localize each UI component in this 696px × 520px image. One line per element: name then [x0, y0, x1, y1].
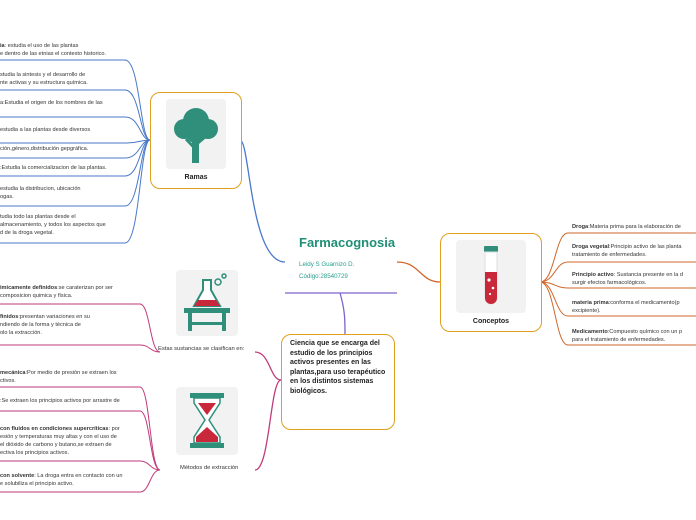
metodo-item: con fluidos en condiciones supercríticas…	[0, 426, 120, 456]
concepto-item: Principio activo: Sustancia presente en …	[572, 272, 684, 286]
definition-box[interactable]: Ciencia que se encarga del estudio de lo…	[281, 334, 395, 430]
conceptos-node[interactable]: Conceptos	[440, 233, 542, 332]
central-title: Farmacognosia	[299, 235, 396, 250]
tree-icon	[166, 99, 226, 169]
rama-item: a:Estudia el origen de los nombres de la…	[0, 100, 103, 106]
concepto-item: Droga:Materia prima para la elaboración …	[572, 224, 681, 230]
metodo-item: :Se extraen los principios activos por a…	[0, 398, 120, 404]
rama-item: :Estudia la comercializacion de las plan…	[0, 165, 107, 171]
sustancias-label: Estas sustancias se clasifican en:	[158, 346, 245, 352]
rama-item: estudia a las plantas desde diversos	[0, 127, 91, 133]
rama-item: ción,género,distribución gepgráfica.	[0, 146, 89, 152]
ramas-label: Ramas	[184, 174, 208, 181]
hourglass-icon	[176, 387, 238, 455]
sustancia-item: imicamente definidos:se caraterizan por …	[0, 285, 113, 299]
metodos-label: Métodos de extracción	[180, 465, 239, 471]
metodo-item: mecánica:Por medio de presión se extraen…	[0, 370, 117, 384]
conceptos-label: Conceptos	[472, 318, 510, 325]
flask-icon	[176, 270, 238, 336]
central-topic[interactable]: Farmacognosia Leidy S Guarnizo D. Código…	[285, 231, 397, 293]
ramas-node[interactable]: Ramas	[150, 92, 242, 189]
test-tube-icon	[456, 240, 526, 313]
author-name: Leidy S Guarnizo D.	[299, 261, 355, 268]
concepto-item: Droga vegetal:Principio activo de las pl…	[572, 244, 682, 258]
metodo-item: con solvente: La droga entra en contacto…	[0, 473, 123, 487]
author-code: Código:28540729	[299, 273, 348, 280]
